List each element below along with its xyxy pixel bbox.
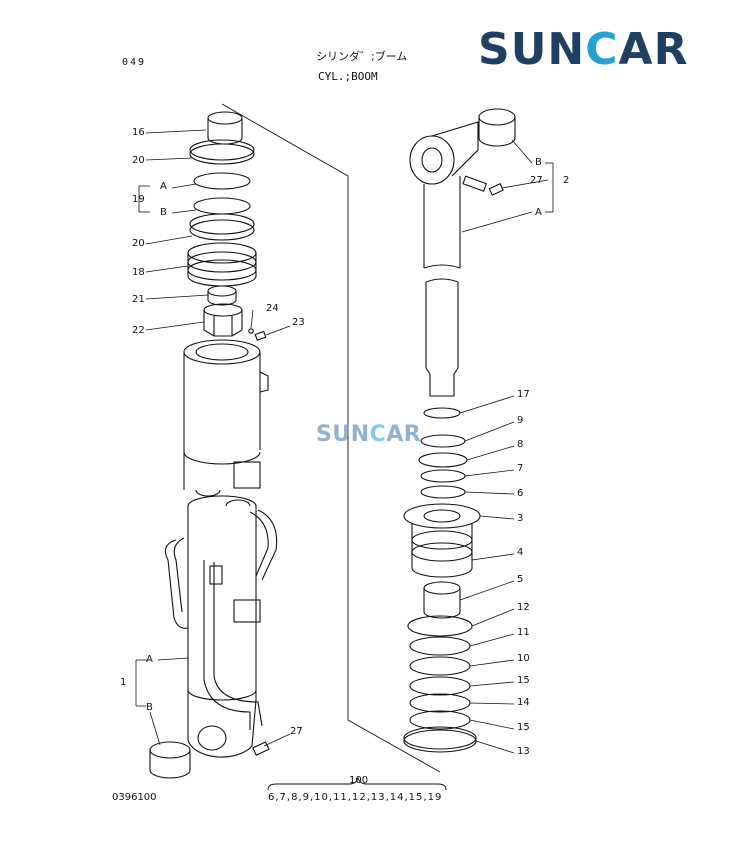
callout-8: 8 [517,439,524,450]
part-7-ring [420,469,466,483]
part-6-ring [420,485,466,499]
callout-18: 18 [132,267,145,278]
callout-2-b: B [535,157,542,168]
callout-10: 10 [517,653,530,664]
callout-22: 22 [132,325,145,336]
callout-9: 9 [517,415,524,426]
title-japanese: シリンダ゛;ブーム [316,50,408,63]
callout-20-lower: 20 [132,238,145,249]
part-4-5-nut [423,581,461,619]
callout-17: 17 [517,389,530,400]
callout-21: 21 [132,294,145,305]
part-27-grease-nipple-right [488,183,504,196]
logo-part-1: SUN [478,24,586,75]
drawing-code: 0396100 [112,792,157,803]
callout-3: 3 [517,513,524,524]
page-number: 049 [122,57,147,68]
callout-19: 19 [132,194,145,205]
part-8-ring [418,452,468,468]
callout-7: 7 [517,463,524,474]
callout-27-right: 27 [530,175,543,186]
callout-4: 4 [517,547,524,558]
part-10-ring [409,656,471,676]
part-17-ring [423,407,461,419]
part-21-ring [207,285,237,306]
callout-15-lower: 15 [517,722,530,733]
part-15-ring-lower [409,710,471,730]
logo-part-2: AR [618,24,689,75]
part-20-ring-upper [189,139,255,165]
callout-2: 2 [563,175,570,186]
logo-accent: C [585,24,619,75]
part-13-seal [403,726,477,753]
callout-2-a: A [535,207,542,218]
callout-20-upper: 20 [132,155,145,166]
callout-24: 24 [266,303,279,314]
part-1-cylinder-tube [164,339,278,758]
part-22-nut [203,303,243,337]
callout-16: 16 [132,127,145,138]
callout-13: 13 [517,746,530,757]
watermark-accent: C [369,422,387,447]
kit-total-callout: 100 [349,775,369,786]
leader-lines-right [459,139,554,754]
part-14-ring [409,693,471,713]
kit-parts-list: 6,7,8,9,10,11,12,13,14,15,19 [268,792,443,803]
part-19-rings [193,172,251,215]
kit-brace [267,776,447,791]
part-9-ring [420,434,466,448]
callout-19-b: B [160,207,167,218]
part-15-ring-upper [409,676,471,696]
part-18-rod-cover [187,242,257,287]
callout-27-left: 27 [290,726,303,737]
callout-1-a: A [146,654,153,665]
title-english: CYL.;BOOM [318,70,378,83]
suncar-logo: SUNCAR [478,28,688,72]
part-1b-bushing [149,741,191,779]
callout-6: 6 [517,488,524,499]
watermark-part-2: AR [386,422,422,447]
leader-lines-left [135,129,291,747]
watermark-part-1: SUN [316,422,370,447]
part-16-bushing [207,111,243,145]
callout-11: 11 [517,627,530,638]
callout-1-b: B [146,702,153,713]
callout-15-upper: 15 [517,675,530,686]
assembly-line [221,103,441,773]
part-12-ring [407,615,473,637]
callout-14: 14 [517,697,530,708]
part-2b-bushing [478,108,516,147]
part-11-ring [409,636,471,656]
part-3-piston [403,503,481,578]
part-27-grease-nipple-left [252,741,270,756]
part-23-set-screw [254,330,267,341]
callout-12: 12 [517,602,530,613]
callout-23: 23 [292,317,305,328]
part-24-ball [248,328,254,334]
callout-5: 5 [517,574,524,585]
part-2-piston-rod [409,121,488,397]
suncar-watermark: SUNCAR [316,422,421,447]
callout-19-a: A [160,181,167,192]
callout-1: 1 [120,677,127,688]
part-20-ring-lower [189,213,255,241]
